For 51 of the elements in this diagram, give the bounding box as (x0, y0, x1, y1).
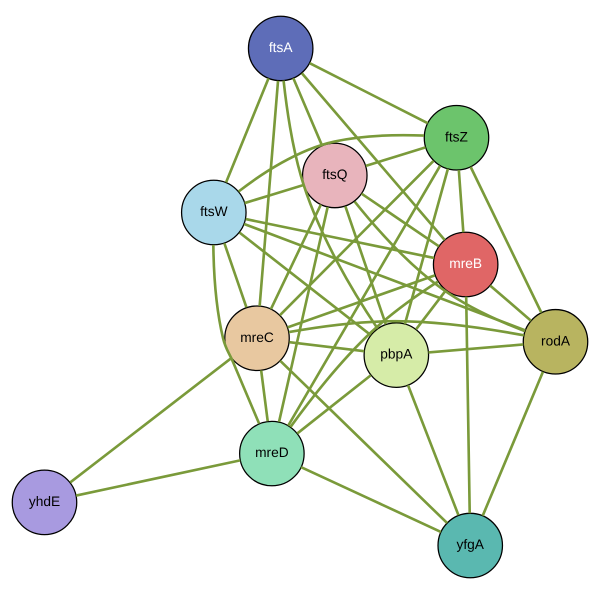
connector (288, 320, 524, 337)
connector (470, 166, 543, 314)
connector (287, 165, 442, 426)
node-circle: yhdE (12, 469, 78, 536)
connector (223, 242, 248, 308)
connector (296, 374, 372, 434)
connector (238, 134, 424, 193)
node-circle: yfgA (437, 512, 504, 578)
connector (245, 218, 434, 260)
connector (282, 80, 379, 330)
connector (406, 384, 460, 516)
connector (258, 80, 280, 306)
connector (415, 289, 448, 330)
connector (279, 160, 435, 316)
connector (244, 184, 304, 204)
connector (428, 343, 524, 354)
connector (292, 78, 324, 146)
connector (309, 62, 428, 124)
node-circle: ftsQ (302, 142, 368, 208)
node-circle: ftsA (248, 16, 314, 82)
connector (278, 206, 329, 422)
connector (354, 200, 526, 332)
connector (224, 78, 270, 183)
connector (76, 459, 240, 497)
node-circle: pbpA (363, 322, 430, 388)
node-circle: ftsW (180, 180, 247, 246)
connector (260, 370, 270, 422)
node-circle: mreD (239, 420, 305, 486)
connector (360, 192, 440, 248)
connector (464, 296, 472, 514)
connector (238, 232, 372, 336)
connector (489, 284, 532, 322)
connector (289, 340, 364, 353)
node-circle: rodA (522, 308, 588, 375)
connector (212, 245, 260, 424)
connector (270, 204, 322, 310)
connector (404, 168, 450, 324)
connector (287, 274, 436, 329)
connector (458, 170, 465, 232)
connector (300, 466, 442, 534)
connector (244, 222, 526, 332)
connector (69, 356, 232, 484)
node-circle: ftsZ (424, 104, 490, 171)
node-circle: mreB (432, 232, 499, 298)
connector (482, 371, 544, 516)
connector (300, 72, 446, 241)
connector (279, 360, 448, 524)
connector (344, 206, 388, 325)
connector (365, 146, 426, 168)
node-circle: mreC (224, 305, 290, 372)
connector (289, 280, 439, 428)
